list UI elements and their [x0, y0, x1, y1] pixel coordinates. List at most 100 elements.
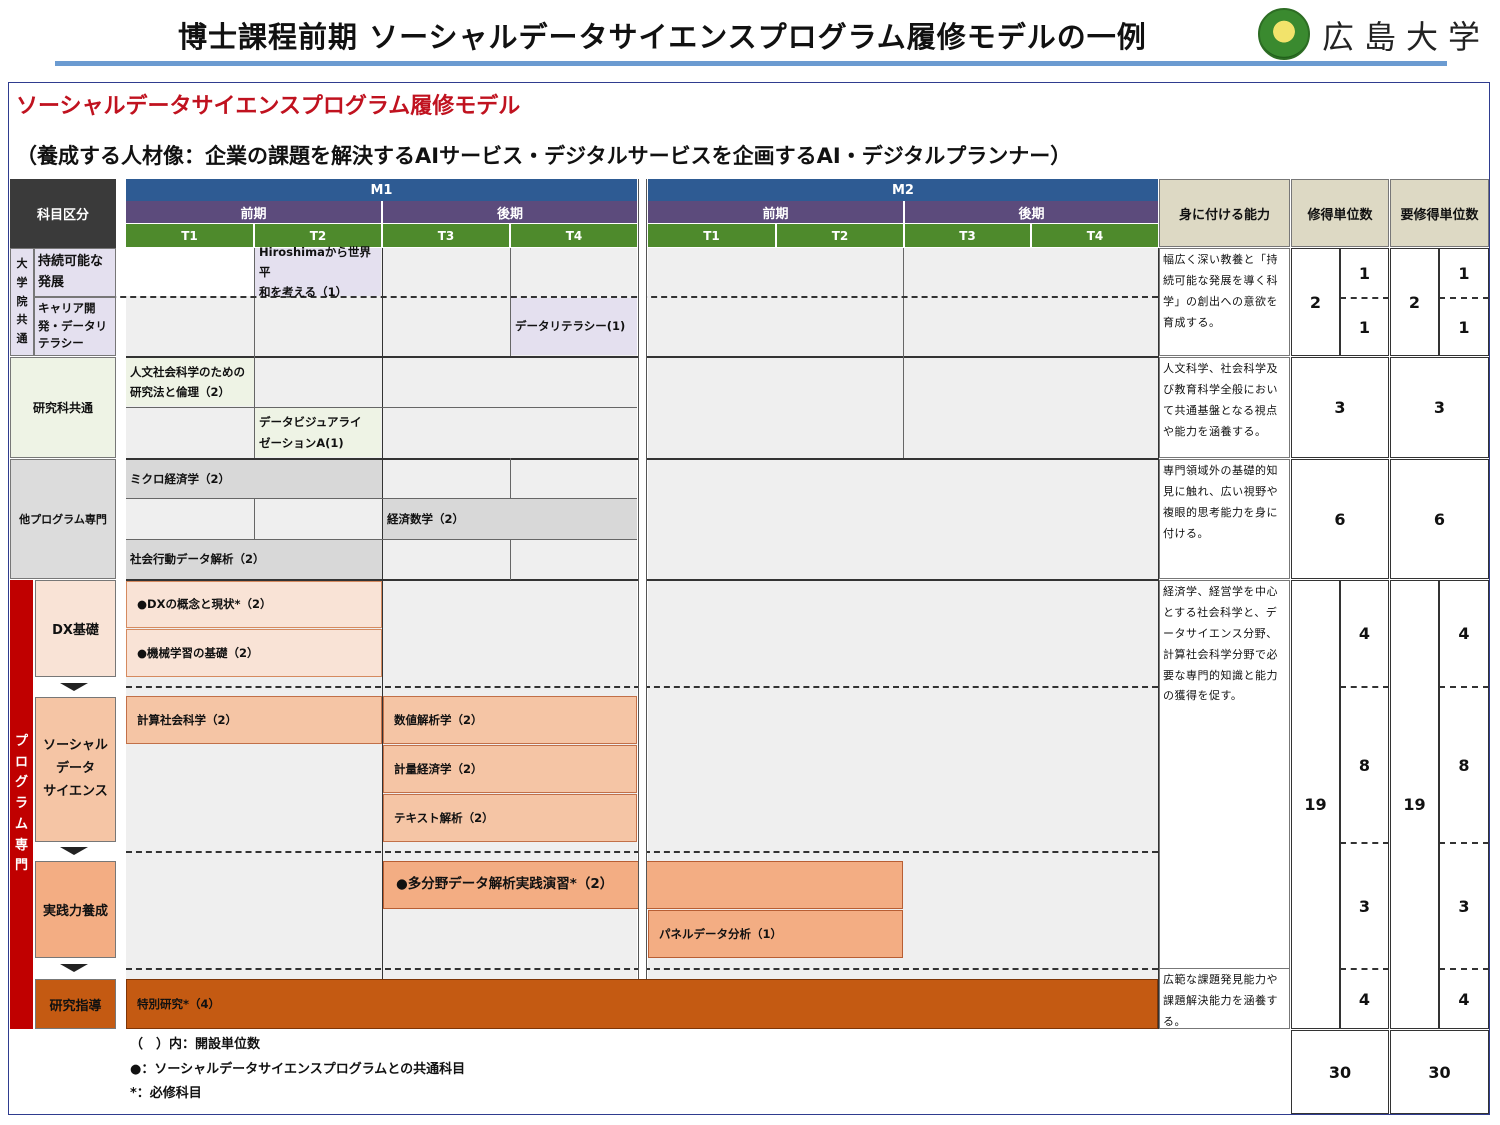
dashed-separator — [10, 296, 1158, 298]
credit-value: 3 — [1358, 896, 1371, 916]
credits-social-ds: 8 — [1340, 686, 1389, 842]
grid-line — [382, 248, 383, 1028]
required-header-label: 要修得単位数 — [1400, 207, 1479, 223]
category-char: 専 — [14, 837, 28, 853]
course-panel-data: パネルデータ分析（1） — [648, 910, 903, 958]
term-label: T3 — [437, 228, 455, 243]
university-logo-icon — [1258, 8, 1310, 60]
credit-value: 3 — [1458, 896, 1470, 916]
category-char: ム — [14, 816, 28, 832]
ability-research: 広範な課題発見能力や課題解決能力を涵養する。 — [1159, 968, 1290, 1029]
credit-value: 6 — [1334, 509, 1346, 529]
required-school-common: 3 — [1390, 357, 1489, 458]
credit-value: 30 — [1328, 1062, 1352, 1082]
course-econ-math: 経済数学（2） — [383, 499, 637, 539]
term-header: T4 — [511, 224, 637, 247]
category-char: 大 — [16, 257, 28, 271]
course-label: ゼーションA(1) — [259, 435, 344, 450]
model-title: ソーシャルデータサイエンスプログラム履修モデル — [16, 94, 521, 119]
term-header: T3 — [383, 224, 509, 247]
course-comp-social: 計算社会科学（2） — [126, 696, 382, 744]
m1-header: M1 — [126, 179, 637, 201]
credit-value: 4 — [1458, 989, 1470, 1009]
credits-practical: 3 — [1340, 842, 1389, 968]
course-research-methods: 人文社会科学のための 研究法と倫理（2） — [126, 358, 254, 406]
course-label: 和を考える（1） — [259, 285, 348, 300]
m2-first-half-label: 前期 — [762, 206, 789, 222]
category-other-program: 他プログラム専門 — [10, 459, 116, 579]
term-label: T3 — [959, 228, 976, 243]
credits-total: 30 — [1291, 1030, 1389, 1114]
required-total: 30 — [1390, 1030, 1489, 1114]
down-arrow-icon — [60, 964, 88, 972]
required-social-ds: 8 — [1439, 686, 1489, 842]
m2-first-half: 前期 — [648, 201, 903, 223]
grid-line — [903, 248, 904, 458]
grid-line — [254, 498, 255, 540]
required-program-total: 19 — [1390, 580, 1439, 1029]
course-label: データリテラシー(1) — [515, 319, 626, 334]
down-arrow-icon — [60, 683, 88, 691]
course-label: データビジュアライ — [259, 415, 362, 430]
category-header: 科目区分 — [10, 179, 116, 248]
category-social-ds-label: データ — [55, 761, 95, 777]
down-arrow-icon — [60, 847, 88, 855]
category-char: 共 — [16, 313, 28, 327]
note-asterisk: *：必修科目 — [130, 1086, 202, 1101]
course-label: 社会行動データ解析（2） — [130, 552, 265, 567]
course-econometrics: 計量経済学（2） — [383, 745, 637, 793]
category-practical-label: 実践力養成 — [42, 904, 108, 919]
category-research-label: 研究指導 — [49, 998, 102, 1014]
category-research: 研究指導 — [35, 979, 116, 1029]
credit-value: 1 — [1458, 317, 1470, 337]
category-char: グ — [14, 775, 28, 791]
credit-value: 8 — [1458, 755, 1470, 775]
term-header: T2 — [777, 224, 903, 247]
university-name: 広島大学 — [1322, 18, 1491, 56]
category-grad-common: 大 学 院 共 通 — [10, 248, 34, 356]
credit-value: 30 — [1428, 1062, 1451, 1082]
ability-other-program: 専門領域外の基礎的知見に触れ、広い視野や複眼的思考能力を身に付ける。 — [1159, 459, 1290, 579]
term-label: T1 — [181, 228, 198, 243]
credit-value: 1 — [1358, 263, 1371, 283]
course-label: ●DXの概念と現状*（2） — [137, 597, 272, 612]
course-label: ●機械学習の基礎（2） — [137, 645, 259, 660]
category-char: 門 — [14, 858, 28, 874]
note-parens: （ ）内：開設単位数 — [130, 1037, 261, 1052]
course-dx-concept: ●DXの概念と現状*（2） — [126, 581, 382, 628]
required-practical: 3 — [1439, 842, 1489, 968]
credit-value: 4 — [1358, 624, 1371, 643]
credit-value: 1 — [1458, 263, 1470, 283]
course-label: 経済数学（2） — [387, 511, 465, 526]
model-subtitle: （養成する人材像：企業の課題を解決するAIサービス・デジタルサービスを企画するA… — [16, 144, 1072, 168]
term-header: T2 — [255, 224, 381, 247]
credit-value: 6 — [1433, 509, 1446, 529]
credits-career: 1 — [1340, 297, 1389, 356]
year-divider — [638, 179, 647, 979]
term-header: T1 — [126, 224, 253, 247]
course-label: パネルデータ分析（1） — [659, 926, 783, 941]
term-header: T4 — [1032, 224, 1158, 247]
term-label: T4 — [565, 228, 583, 243]
m1-second-half: 後期 — [383, 201, 637, 223]
credit-value: 19 — [1304, 795, 1327, 814]
ability-program-major: 経済学、経営学を中心とする社会科学と、データサイエンス分野、計算社会科学分野で必… — [1159, 580, 1290, 968]
required-grad-common-total: 2 — [1390, 248, 1439, 356]
abilities-header-label: 身に付ける能力 — [1178, 207, 1270, 223]
credits-program-total: 19 — [1291, 580, 1340, 1029]
category-dx-basics-label: DX基礎 — [52, 623, 99, 638]
header-divider — [55, 61, 1447, 66]
course-label: 計算社会科学（2） — [137, 712, 238, 727]
credit-value: 2 — [1408, 292, 1421, 312]
course-label: テキスト解析（2） — [394, 810, 494, 825]
required-header: 要修得単位数 — [1390, 179, 1489, 247]
category-char: ロ — [14, 754, 28, 770]
ability-school-common: 人文科学、社会科学及び教育科学全般において共通基盤となる視点や能力を涵養する。 — [1159, 357, 1290, 458]
course-text-analysis: テキスト解析（2） — [383, 794, 637, 842]
category-char: プ — [14, 733, 28, 749]
grid-line — [510, 540, 511, 580]
grid-line — [126, 539, 637, 540]
category-dx-basics: DX基礎 — [35, 580, 116, 677]
grid-line — [126, 498, 637, 499]
m1-label: M1 — [370, 182, 393, 198]
